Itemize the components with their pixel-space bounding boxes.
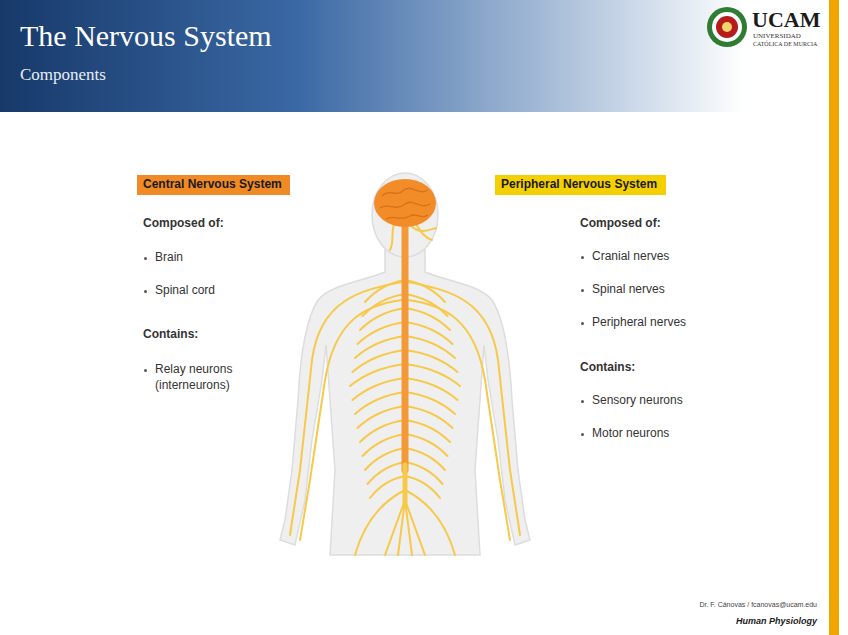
bullet-dot [581, 289, 584, 292]
bullet-dot [144, 257, 147, 260]
human-figure [280, 173, 530, 555]
slide-title: The Nervous System [20, 18, 272, 54]
logo-text: CATÓLICA DE MURCIA [753, 41, 817, 49]
logo-emblem [707, 7, 747, 47]
list-item: Sensory neurons [592, 393, 683, 409]
footer-course: Human Physiology [736, 616, 817, 628]
bullet-dot [581, 433, 584, 436]
footer-author: Dr. F. Cánovas / fcanovas@ucam.edu [699, 600, 817, 609]
list-item: Cranial nerves [592, 249, 669, 265]
logo-text: UCAM [752, 6, 820, 35]
bullet-dot [581, 322, 584, 325]
section-heading: Contains: [143, 327, 198, 343]
logo-text: UNIVERSIDAD [753, 32, 801, 41]
bullet-dot [144, 369, 147, 372]
header-band [0, 0, 848, 112]
system-label: Peripheral Nervous System [495, 175, 666, 195]
side-bar [829, 0, 839, 635]
section-heading: Composed of: [143, 216, 224, 232]
list-item: Motor neurons [592, 426, 669, 442]
list-item: Peripheral nerves [592, 315, 686, 331]
list-item: Spinal nerves [592, 282, 665, 298]
system-name: Peripheral Nervous System [501, 177, 660, 193]
section-heading: Composed of: [580, 216, 661, 232]
bullet-dot [581, 256, 584, 259]
slide-subtitle: Components [20, 64, 106, 86]
section-heading: Contains: [580, 360, 635, 376]
system-name: Central Nervous System [143, 177, 284, 193]
system-label: Central Nervous System [137, 175, 290, 195]
list-item: Spinal cord [155, 283, 215, 299]
list-item: Brain [155, 250, 183, 266]
bullet-dot [144, 290, 147, 293]
bullet-dot [581, 400, 584, 403]
list-item: Relay neurons (interneurons) [155, 362, 255, 393]
